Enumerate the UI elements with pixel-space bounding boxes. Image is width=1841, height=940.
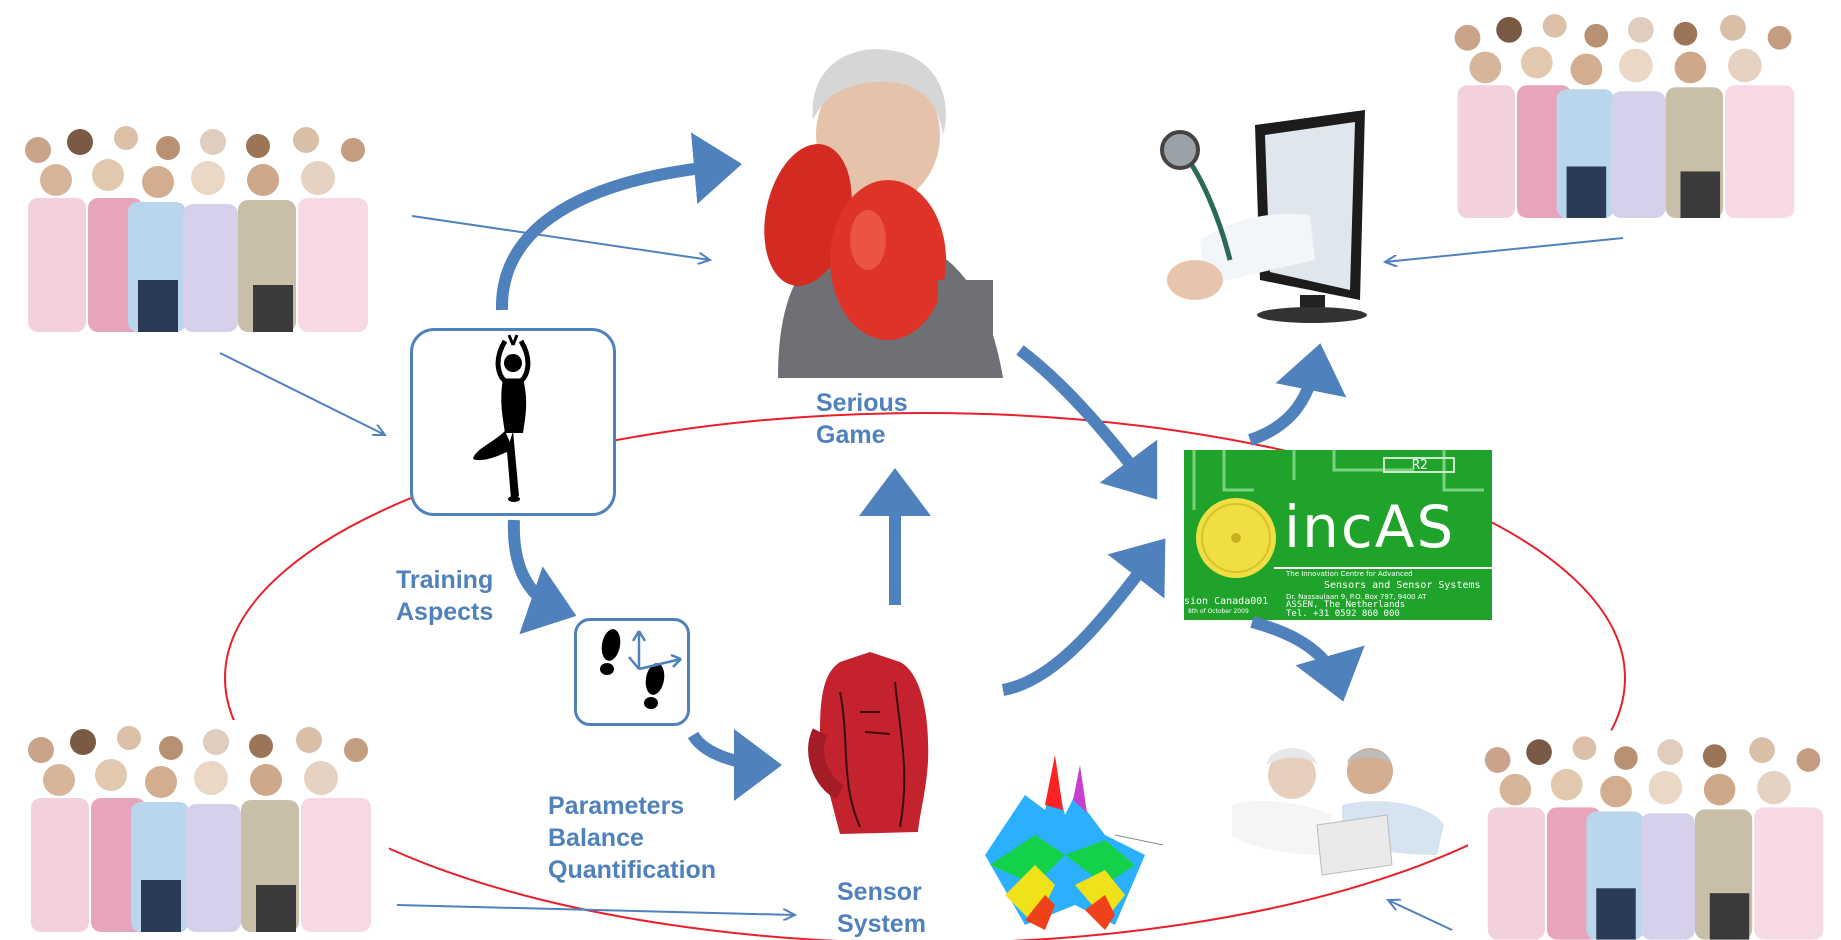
incas-address-1: Dr. Nassaulaan 9, P.O. Box 797, 9400 AT bbox=[1286, 593, 1427, 601]
incas-logo: incAS R2 The Innovation Centre for Advan… bbox=[1184, 450, 1492, 620]
thick-arrow-game-to-incas bbox=[1016, 345, 1158, 500]
pressure-distribution-3d-plot bbox=[965, 735, 1165, 935]
boxing-senior-photo bbox=[738, 40, 1013, 378]
thin-arrow-crowd-to-training bbox=[219, 352, 385, 435]
incas-subtitle-2: Sensors and Sensor Systems bbox=[1324, 580, 1481, 591]
thin-arrow-crowd-to-sensor bbox=[396, 904, 795, 915]
parameters-balance-quantification-label: Parameters Balance Quantification bbox=[548, 792, 717, 884]
seniors-with-laptop-photo bbox=[1222, 735, 1447, 885]
yoga-pose-icon-box bbox=[410, 328, 616, 516]
elderly-group-photo-top-right bbox=[1436, 8, 1814, 218]
sensor-system-label: Sensor System bbox=[837, 878, 926, 938]
thick-arrow-training-to-game bbox=[495, 132, 742, 311]
thin-arrow-crowd-to-monitor bbox=[1385, 237, 1624, 262]
incas-subtitle-1: The Innovation Centre for Advanced bbox=[1286, 570, 1413, 578]
training-aspects-label: Training Aspects bbox=[396, 566, 494, 626]
thick-arrow-shirt-to-incas bbox=[1001, 538, 1166, 696]
elderly-group-photo-top-left bbox=[8, 120, 386, 332]
pcb-board-code: R2 bbox=[1412, 458, 1428, 473]
thick-arrow-training-to-footsteps bbox=[507, 519, 577, 635]
elderly-group-photo-bottom-left bbox=[10, 720, 390, 932]
incas-side-text-2: 8th of October 2009 bbox=[1188, 608, 1249, 615]
thick-arrow-incas-to-monitor bbox=[1247, 343, 1347, 446]
yoga-tree-pose-icon bbox=[473, 334, 531, 502]
incas-side-text-1: sion Canada001 bbox=[1184, 596, 1269, 607]
incas-brand-text: incAS bbox=[1284, 493, 1456, 561]
incas-address-3: Tel. +31 0592 860 000 bbox=[1286, 609, 1400, 619]
footprints-icon bbox=[600, 629, 682, 709]
incas-address-2: ASSEN, The Netherlands bbox=[1286, 600, 1406, 610]
thin-arrow-crowd-to-laptop bbox=[1388, 900, 1453, 931]
sensor-shirt-photo bbox=[800, 652, 950, 837]
serious-game-label: Serious Game bbox=[816, 389, 908, 449]
elderly-group-photo-bottom-right bbox=[1468, 730, 1841, 940]
footsteps-icon-box bbox=[574, 618, 690, 726]
thick-arrow-footsteps-to-shirt bbox=[687, 728, 782, 801]
thick-arrow-incas-to-laptop bbox=[1250, 616, 1365, 702]
thin-arrow-crowd-to-game bbox=[411, 215, 710, 260]
telemedicine-monitor-photo bbox=[1150, 110, 1385, 325]
